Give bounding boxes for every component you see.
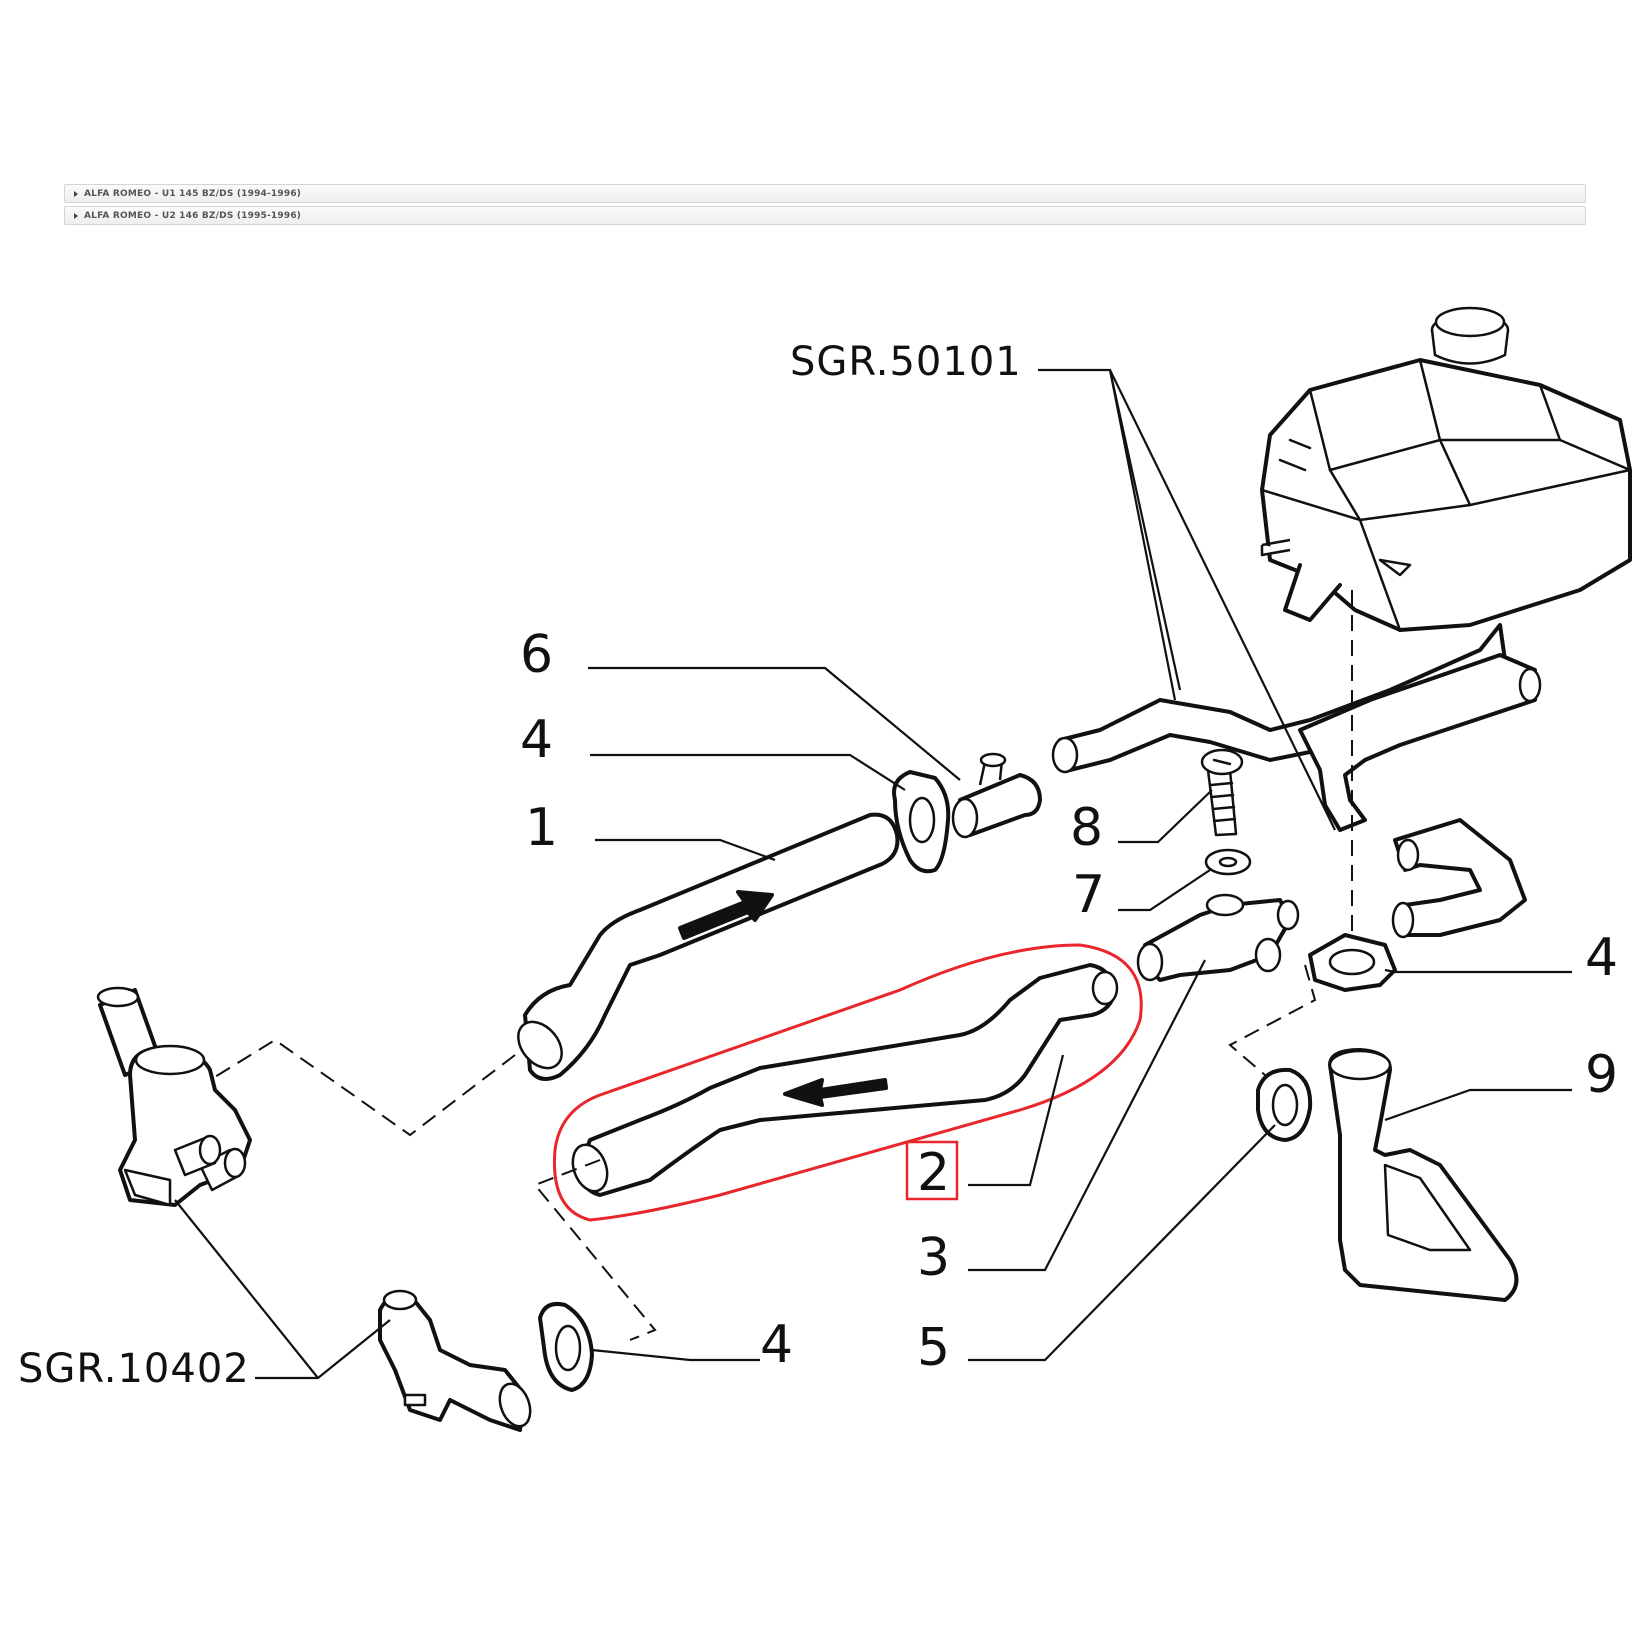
- callout-3: 3: [917, 1228, 950, 1288]
- connector-3: [1136, 893, 1300, 982]
- heater-valve: [96, 986, 252, 1207]
- callout-9: 9: [1585, 1045, 1618, 1105]
- hose-1: [517, 812, 900, 1081]
- model-list: ALFA ROMEO - U1 145 BZ/DS (1994-1996) AL…: [64, 184, 1586, 228]
- outlet-fitting: [378, 1289, 532, 1432]
- model-row-label: ALFA ROMEO - U2 146 BZ/DS (1995-1996): [84, 210, 302, 221]
- tpiece-6: [951, 752, 1042, 839]
- callout-4-lower: 4: [760, 1315, 793, 1375]
- callout-4-right: 4: [1585, 928, 1618, 988]
- highlight-box-2: [905, 1140, 959, 1201]
- hose-9: [1328, 1048, 1519, 1302]
- tank-hoses: [1051, 623, 1542, 939]
- callout-7: 7: [1072, 865, 1105, 925]
- callout-5: 5: [917, 1318, 950, 1378]
- hose-2: [571, 963, 1119, 1197]
- highlight-outline: [552, 943, 1143, 1222]
- model-row-label: ALFA ROMEO - U1 145 BZ/DS (1994-1996): [84, 188, 302, 199]
- callout-2: 2: [917, 1143, 950, 1203]
- clamp-5: [1256, 1067, 1313, 1142]
- bolt-8: [1200, 748, 1244, 837]
- clamp-4-lower: [538, 1301, 594, 1392]
- callout-1: 1: [525, 798, 558, 858]
- expansion-tank: [1260, 306, 1632, 632]
- leader-lines: [174, 368, 1572, 1380]
- model-row-145[interactable]: ALFA ROMEO - U1 145 BZ/DS (1994-1996): [64, 184, 1586, 203]
- callout-8: 8: [1070, 798, 1103, 858]
- washer-7: [1204, 848, 1252, 876]
- ref-code-left: SGR.10402: [18, 1346, 250, 1392]
- callouts: 6 4 1 8 7 4 9 2 3 5 4: [520, 625, 1618, 1378]
- expand-caret-icon: [74, 212, 78, 219]
- clamp-4-upper: [892, 770, 951, 874]
- callout-4-upper: 4: [520, 710, 553, 770]
- model-row-146[interactable]: ALFA ROMEO - U2 146 BZ/DS (1995-1996): [64, 206, 1586, 225]
- ref-code-top: SGR.50101: [790, 339, 1022, 385]
- clamp-4-right: [1308, 933, 1397, 992]
- callout-6: 6: [520, 625, 553, 685]
- dashed-assembly-lines: [209, 590, 1353, 1341]
- expand-caret-icon: [74, 190, 78, 197]
